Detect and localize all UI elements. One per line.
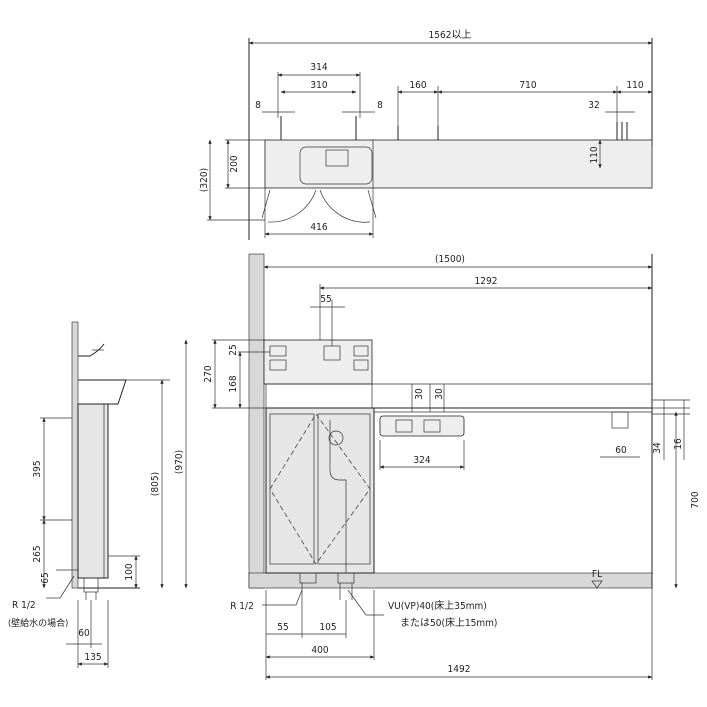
leader-drain-note bbox=[347, 589, 367, 616]
supply-pipe-floor bbox=[299, 572, 317, 584]
dim-200: 200 bbox=[229, 155, 240, 172]
towel-bar-bracket-1 bbox=[395, 419, 413, 433]
counter-outline-top bbox=[264, 139, 653, 189]
r12-side: R 1/2 bbox=[12, 600, 36, 611]
door-swing-right bbox=[319, 189, 377, 223]
leader-r12-side bbox=[59, 575, 75, 599]
basin-counter-front bbox=[263, 339, 373, 385]
dim-416: 416 bbox=[310, 222, 327, 233]
towel-bar-bracket-2 bbox=[423, 419, 441, 433]
front-view: (1500) 1292 55 270 168 25 (970) 30 30 32… bbox=[174, 253, 701, 680]
wall-supply-note: (壁給水の場合) bbox=[8, 617, 68, 629]
dim-970: (970) bbox=[174, 450, 185, 474]
leader-r12-front bbox=[295, 589, 303, 606]
right-bracket bbox=[611, 411, 629, 429]
dim-30-b: 30 bbox=[434, 388, 445, 400]
dim-16: 16 bbox=[673, 438, 684, 450]
side-supply-pipe bbox=[83, 577, 99, 593]
dim-395: 395 bbox=[32, 460, 43, 477]
dim-55-bottom: 55 bbox=[277, 622, 288, 633]
basin-bowl-top bbox=[299, 146, 373, 185]
drain-note-2: または50(床上15mm) bbox=[400, 616, 497, 629]
drain-pipe-floor bbox=[337, 572, 355, 584]
dim-34: 34 bbox=[652, 442, 663, 454]
cabinet-body bbox=[265, 407, 375, 574]
side-view: 395 265 65 (805) 100 R 1/2 (壁給水の場合) 60 1… bbox=[8, 321, 170, 668]
cabinet-side bbox=[77, 403, 109, 579]
dim-110-top: 110 bbox=[626, 80, 643, 91]
dim-60: 60 bbox=[78, 628, 90, 639]
basin-profile bbox=[78, 343, 127, 405]
dim-160: 160 bbox=[409, 80, 426, 91]
door-open-indicator bbox=[269, 413, 371, 565]
dim-8-left: 8 bbox=[255, 100, 261, 111]
drain-note-1: VU(VP)40(床上35mm) bbox=[388, 599, 487, 612]
dim-168: 168 bbox=[228, 375, 239, 392]
dim-60-right: 60 bbox=[615, 445, 627, 456]
side-wall bbox=[71, 321, 79, 589]
left-wall bbox=[248, 253, 265, 589]
counter-skirt bbox=[265, 383, 373, 409]
dim-320: (320) bbox=[199, 168, 210, 192]
valve-right-1 bbox=[353, 345, 369, 357]
floor-level-label: FL bbox=[592, 569, 602, 580]
dim-700: 700 bbox=[690, 491, 701, 508]
dim-805: (805) bbox=[150, 472, 161, 496]
drain-trap bbox=[329, 420, 347, 573]
towel-bar bbox=[379, 415, 465, 437]
dim-1500: (1500) bbox=[435, 254, 465, 265]
dim-overall: 1562以上 bbox=[429, 29, 472, 41]
faucet-top bbox=[325, 149, 349, 167]
dim-324: 324 bbox=[413, 455, 430, 466]
dim-135: 135 bbox=[84, 652, 101, 663]
dim-32: 32 bbox=[588, 100, 599, 111]
r12-front: R 1/2 bbox=[230, 601, 254, 612]
dim-110-side: 110 bbox=[589, 146, 600, 163]
dim-1292: 1292 bbox=[475, 276, 498, 287]
door-swing-left bbox=[261, 189, 317, 223]
dim-265: 265 bbox=[32, 545, 43, 562]
valve-left-1 bbox=[269, 345, 287, 357]
dim-1492: 1492 bbox=[448, 664, 471, 675]
dim-105: 105 bbox=[319, 622, 336, 633]
dim-65: 65 bbox=[40, 572, 51, 583]
dim-100: 100 bbox=[124, 563, 135, 580]
dim-400: 400 bbox=[311, 645, 328, 656]
dim-310: 310 bbox=[310, 80, 327, 91]
dim-314: 314 bbox=[310, 62, 327, 73]
floor-level-marker bbox=[591, 580, 603, 589]
dim-25: 25 bbox=[228, 344, 239, 355]
trap-bend bbox=[328, 430, 344, 446]
dim-270: 270 bbox=[203, 365, 214, 382]
valve-right-2 bbox=[353, 359, 369, 371]
dim-8-right: 8 bbox=[377, 100, 383, 111]
dim-30-a: 30 bbox=[414, 388, 425, 400]
valve-left-2 bbox=[269, 359, 287, 371]
top-view: 1562以上 314 310 8 8 160 710 110 32 200 (3 bbox=[199, 29, 653, 240]
dim-710: 710 bbox=[519, 80, 536, 91]
dim-55-top: 55 bbox=[320, 294, 331, 305]
